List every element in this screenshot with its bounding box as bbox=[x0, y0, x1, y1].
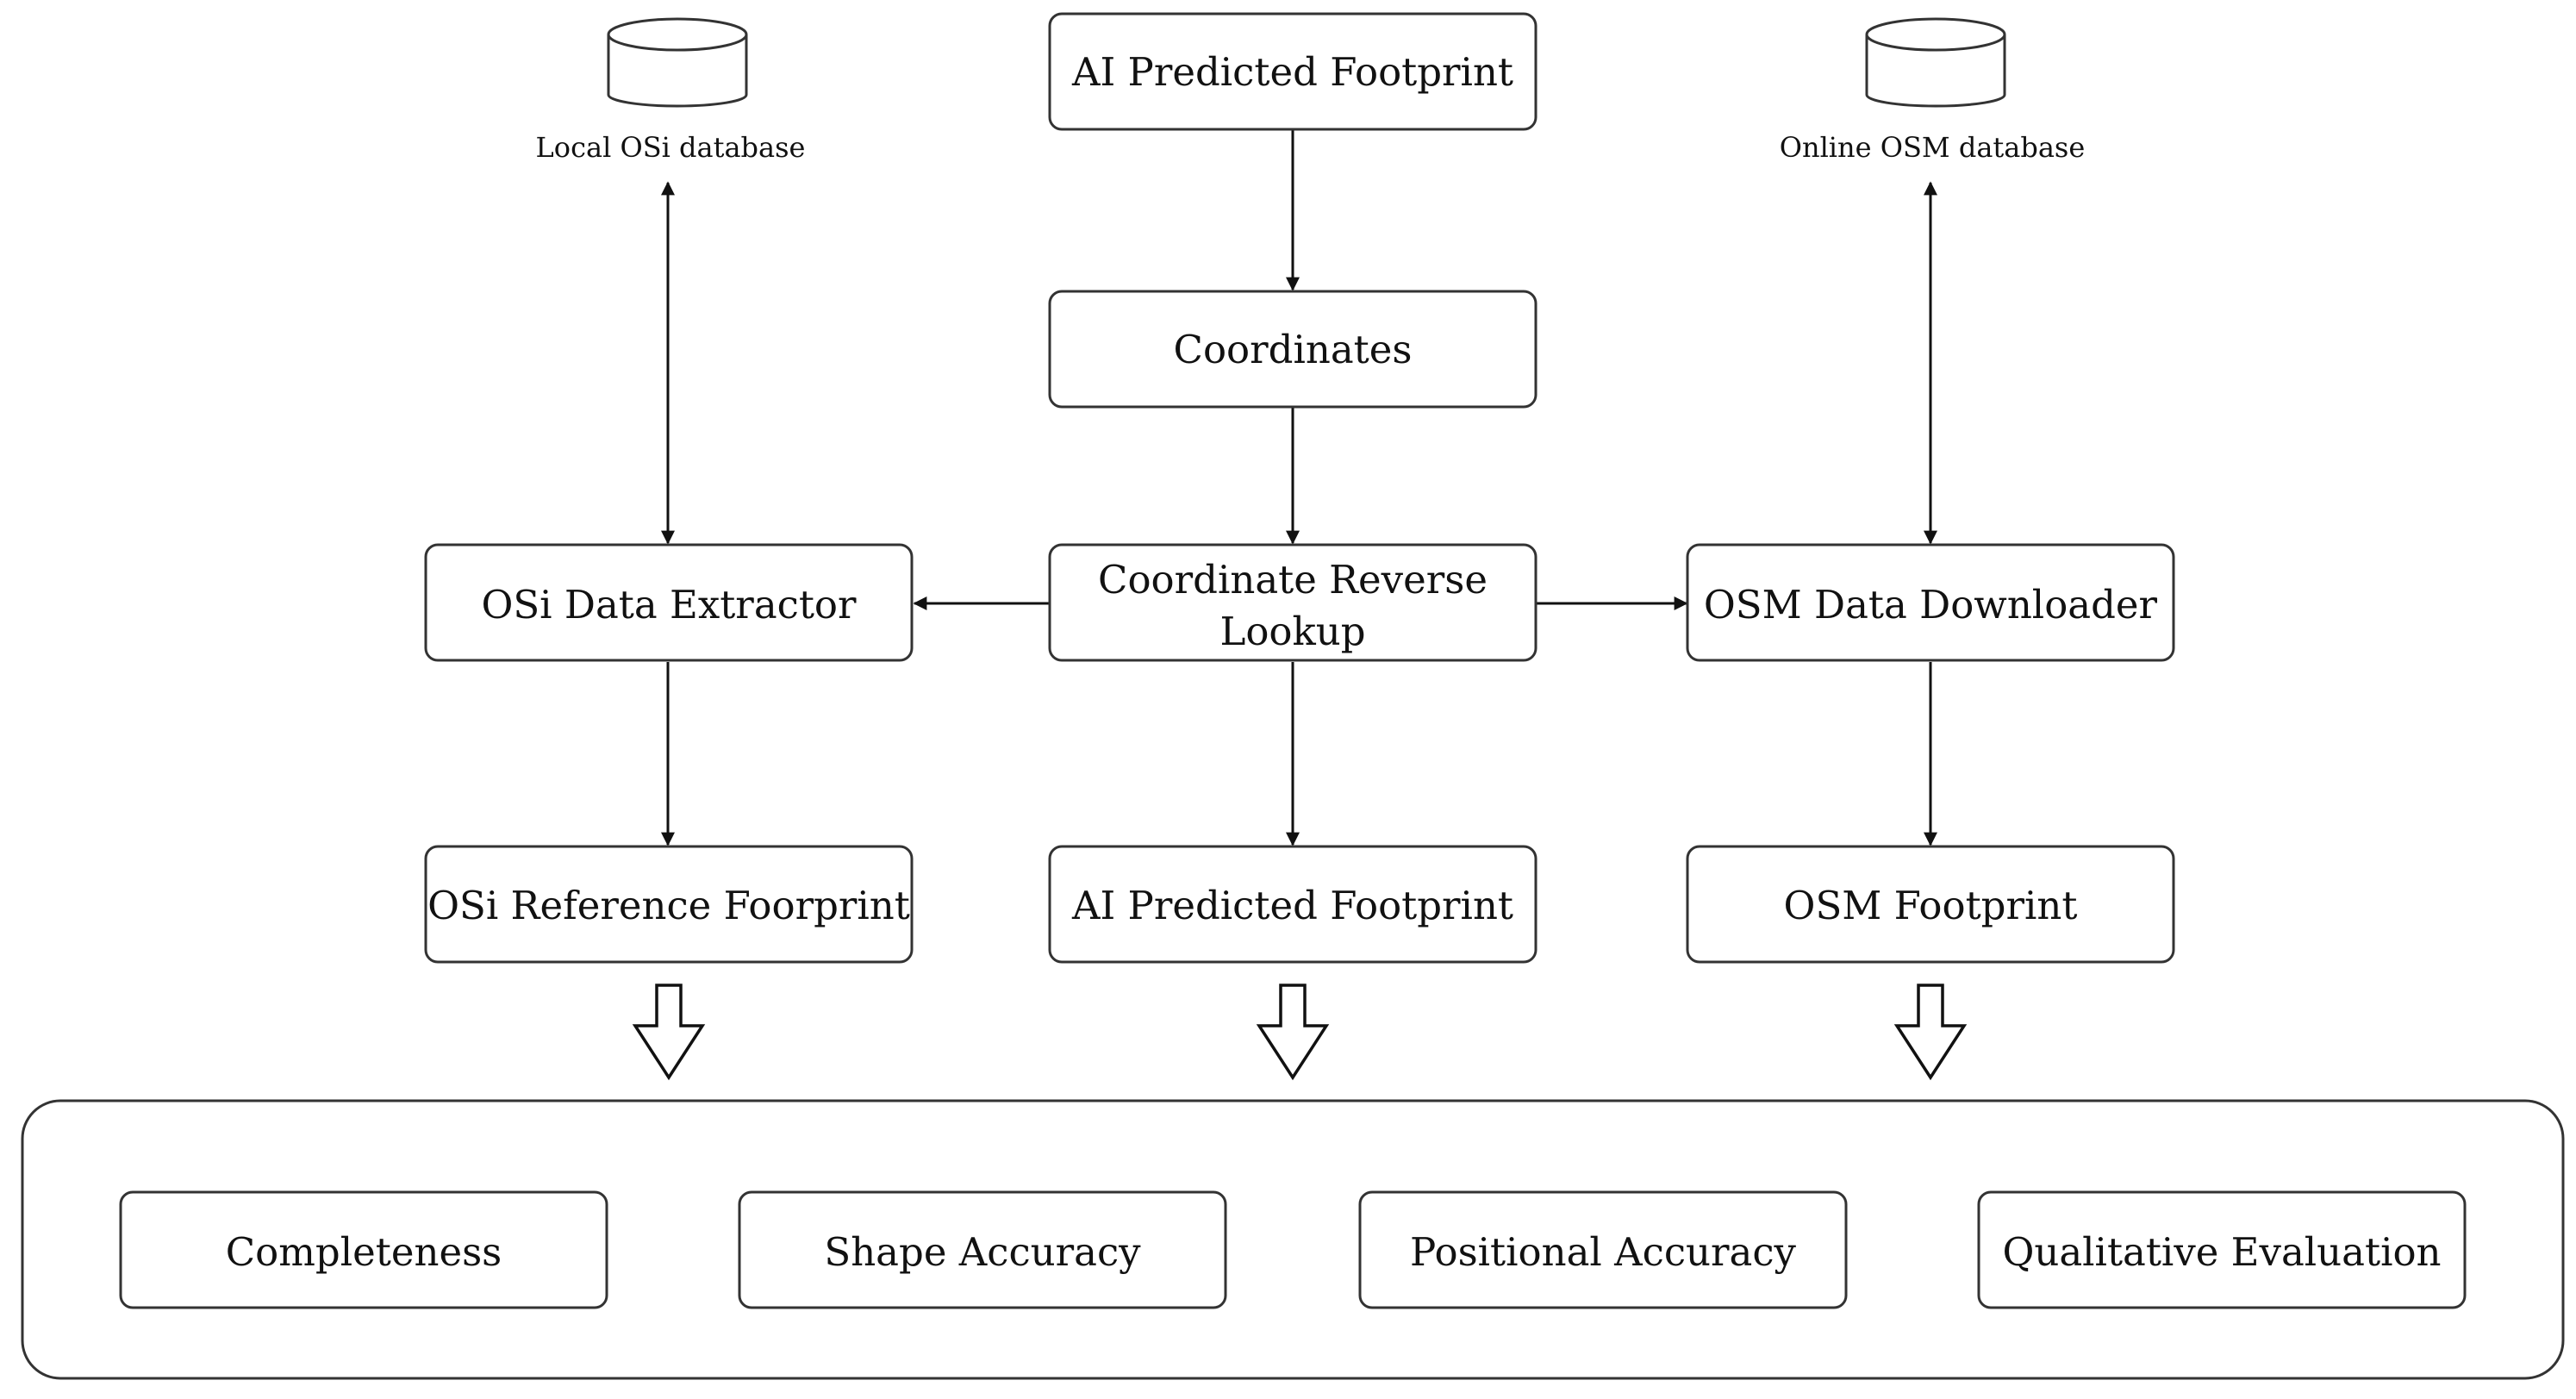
node-label: OSi Data Extractor bbox=[481, 582, 857, 628]
metric-completeness: Completeness bbox=[119, 1190, 608, 1309]
online-osm-database: Online OSM database bbox=[1780, 17, 2086, 164]
node-label: AI Predicted Footprint bbox=[1071, 49, 1513, 95]
node-osm-footprint: OSM Footprint bbox=[1686, 845, 2175, 964]
node-label: OSi Reference Foorprint bbox=[427, 883, 910, 928]
metric-qualitative-evaluation: Qualitative Evaluation bbox=[1977, 1190, 2467, 1309]
local-database-label: Local OSi database bbox=[536, 131, 806, 164]
metric-shape-accuracy: Shape Accuracy bbox=[738, 1190, 1227, 1309]
node-label-line-1: Coordinate Reverse bbox=[1098, 557, 1488, 603]
metric-positional-accuracy: Positional Accuracy bbox=[1358, 1190, 1848, 1309]
database-icon bbox=[1865, 34, 2006, 108]
node-label: OSM Footprint bbox=[1784, 883, 2078, 928]
node-ai-predicted-footprint-bottom: AI Predicted Footprint bbox=[1048, 845, 1537, 964]
down-arrow-icon bbox=[1256, 984, 1330, 1081]
database-icon bbox=[607, 34, 748, 108]
metric-label: Shape Accuracy bbox=[824, 1229, 1141, 1275]
node-label: Coordinates bbox=[1174, 327, 1413, 372]
evaluation-panel: Completeness Shape Accuracy Positional A… bbox=[21, 1099, 2565, 1380]
local-osi-database: Local OSi database bbox=[536, 17, 806, 164]
node-osm-data-downloader: OSM Data Downloader bbox=[1686, 543, 2175, 662]
node-label-line-2: Lookup bbox=[1219, 609, 1365, 654]
metric-label: Positional Accuracy bbox=[1410, 1229, 1797, 1275]
online-database-label: Online OSM database bbox=[1780, 131, 2086, 164]
node-label: OSM Data Downloader bbox=[1704, 582, 2158, 628]
metric-label: Completeness bbox=[226, 1229, 502, 1275]
node-osi-data-extractor: OSi Data Extractor bbox=[424, 543, 914, 662]
node-osi-reference-footprint: OSi Reference Foorprint bbox=[424, 845, 914, 964]
node-coordinates: Coordinates bbox=[1048, 290, 1537, 409]
down-arrow-icon bbox=[1893, 984, 1968, 1081]
metric-label: Qualitative Evaluation bbox=[2002, 1229, 2441, 1275]
node-label: AI Predicted Footprint bbox=[1071, 883, 1513, 928]
node-coordinate-reverse-lookup: Coordinate Reverse Lookup bbox=[1048, 543, 1537, 662]
node-ai-predicted-footprint-top: AI Predicted Footprint bbox=[1048, 12, 1537, 131]
down-arrow-icon bbox=[632, 984, 706, 1081]
